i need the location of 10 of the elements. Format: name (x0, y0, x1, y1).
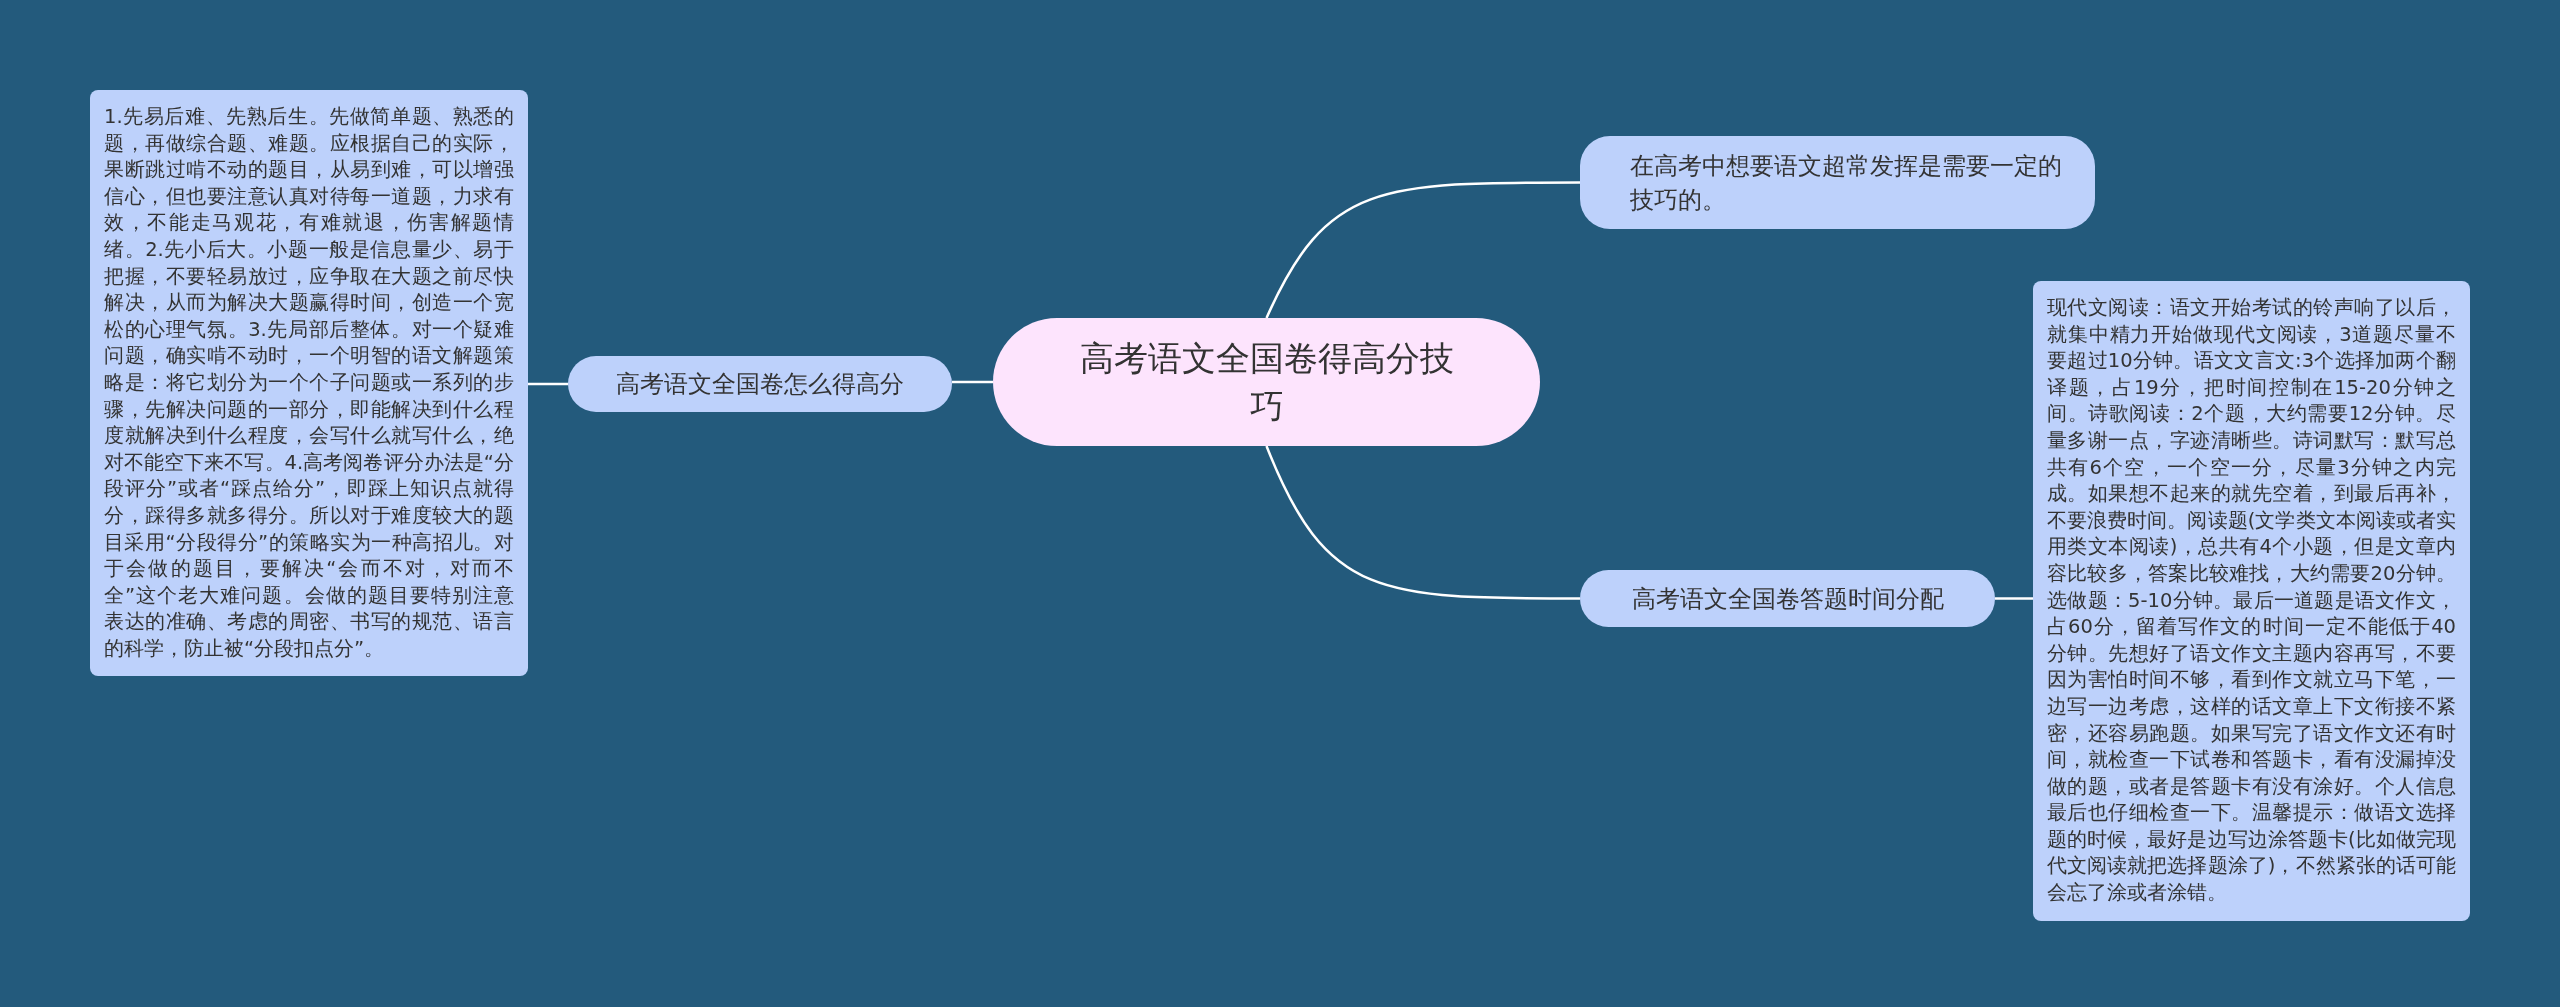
connector-line (528, 382, 568, 386)
topic-box: 高考语文全国卷答题时间分配 (1580, 570, 1995, 627)
central-topic: 高考语文全国卷得高分技巧 (993, 318, 1540, 446)
topic-box: 高考语文全国卷怎么得高分 (568, 356, 952, 412)
note-box: 现代文阅读：语文开始考试的铃声响了以后，就集中精力开始做现代文阅读，3道题尽量不要超过10分钟。语文文言文:3个选择加两个翻译题，占19分，把时间控制在15-20分钟之间。诗歌阅读：2个题，大约需要12分钟。尽量多谢一点，字迹清晰些。诗词默写：默写总共有6个空，一个空一分，尽量3分钟之内完成。如果想不起来的就先空着，到最后再补，不要浪费时间。阅读题(文学类文本阅读或者实用类文本阅读)，总共有4个小题，但是文章内容比较多，答案比较难找，大约需要20分钟。选做题：5-10分钟。最后一道题是语文作文，占60分，留着写作文的时间一定不能低于40分钟。先想好了语文作文主题内容再写，不要因为害怕时间不够，看到作文就立马下笔，一边写一边考虑，这样的话文章上下文衔接不紧密，还容易跑题。如果写完了语文作文还有时间，就检查一下试卷和答题卡，看有没漏掉没做的题，或者是答题卡有没有涂好。个人信息最后也仔细检查一下。温馨提示：做语文选择题的时候，最好是边写边涂答题卡(比如做完现代文阅读就把选择题涂了)，不然紧张的话可能会忘了涂或者涂错。 (2033, 281, 2470, 921)
note-box: 1.先易后难、先熟后生。先做简单题、熟悉的题，再做综合题、难题。应根据自己的实际，果断跳过啃不动的题目，从易到难，可以增强信心，但也要注意认真对待每一道题，力求有效，不能走马观花，有难就退，伤害解题情绪。2.先小后大。小题一般是信息量少、易于把握，不要轻易放过，应争取在大题之前尽快解决，从而为解决大题赢得时间，创造一个宽松的心理气氛。3.先局部后整体。对一个疑难问题，确实啃不动时，一个明智的语文解题策略是：将它划分为一个个子问题或一系列的步骤，先解决问题的一部分，即能解决到什么程度就解决到什么程度，会写什么就写什么，绝对不能空下来不写。4.高考阅卷评分办法是“分段评分”或者“踩点给分”，即踩上知识点就得分，踩得多就多得分。所以对于难度较大的题目采用“分段得分”的策略实为一种高招儿。对于会做的题目，要解决“会而不对，对而不全”这个老大难问题。会做的题目要特别注意表达的准确、考虑的周密、书写的规范、语言的科学，防止被“分段扣点分”。 (90, 90, 528, 677)
connector-line (1265, 445, 1580, 600)
connector-line (952, 380, 993, 384)
topic-box: 在高考中想要语文超常发挥是需要一定的技巧的。 (1580, 136, 2095, 229)
connector-line (1265, 181, 1580, 319)
